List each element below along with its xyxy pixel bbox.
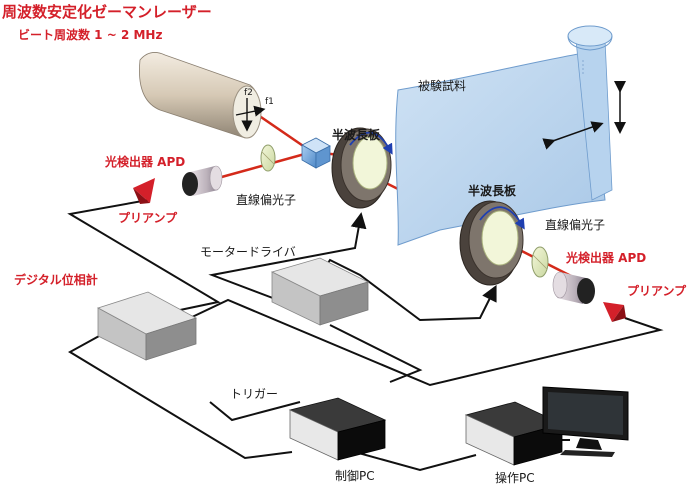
digital-phase-meter-label: デジタル位相計	[14, 272, 98, 287]
label-f1: f1	[265, 97, 274, 107]
control-pc-label: 制御PC	[335, 468, 375, 483]
detector-right-label: 光検出器 APD	[565, 250, 646, 265]
operation-pc-box	[464, 401, 564, 466]
sample-label: 被験試料	[418, 78, 466, 93]
preamp-left	[133, 178, 155, 204]
detector-left	[182, 165, 223, 196]
preamp-left-label: プリアンプ	[118, 210, 178, 225]
motor-driver-box	[270, 257, 370, 326]
operation-pc-label: 操作PC	[495, 470, 535, 485]
detector-right	[552, 271, 595, 304]
cable-motor-driver-down	[329, 324, 423, 383]
half-wave-plate-top	[331, 127, 393, 209]
polarizer-left-label: 直線偏光子	[236, 192, 296, 207]
cable-preamp-left-to-phase-meter	[67, 199, 221, 311]
sample-horizontal-motion-icon	[542, 121, 604, 150]
cable-trigger	[209, 401, 301, 422]
laser-title: 周波数安定化ゼーマンレーザー	[2, 3, 212, 21]
cable-phase-meter-left-loop	[68, 329, 293, 460]
half-wave-plate-right	[459, 200, 525, 286]
label-f2: f2	[244, 88, 253, 98]
cable-motor-driver-to-top-plate	[208, 212, 367, 301]
monitor-icon	[542, 386, 629, 457]
polarizer-right-label: 直線偏光子	[545, 217, 605, 232]
half-wave-plate-right-label: 半波長板	[468, 183, 517, 198]
beam-splitter-cube	[301, 137, 331, 169]
polarizer-right	[531, 246, 549, 278]
beat-frequency-label: ビート周波数 1 ~ 2 MHz	[18, 27, 162, 42]
zeeman-laser	[139, 52, 266, 139]
polarizer-left	[260, 144, 276, 172]
sample-sheet	[395, 25, 613, 246]
preamp-right-label: プリアンプ	[627, 283, 687, 298]
trigger-label: トリガー	[230, 387, 278, 401]
control-pc-box	[288, 397, 387, 461]
detector-left-label: 光検出器 APD	[104, 154, 185, 169]
digital-phase-meter-box	[96, 291, 198, 361]
half-wave-plate-top-label: 半波長板	[332, 127, 381, 142]
preamp-right	[603, 302, 626, 322]
cable-control-to-operation	[354, 451, 477, 472]
cable-phase-meter-to-right-preamp	[189, 298, 664, 387]
motor-driver-label: モータードライバ	[200, 245, 296, 259]
